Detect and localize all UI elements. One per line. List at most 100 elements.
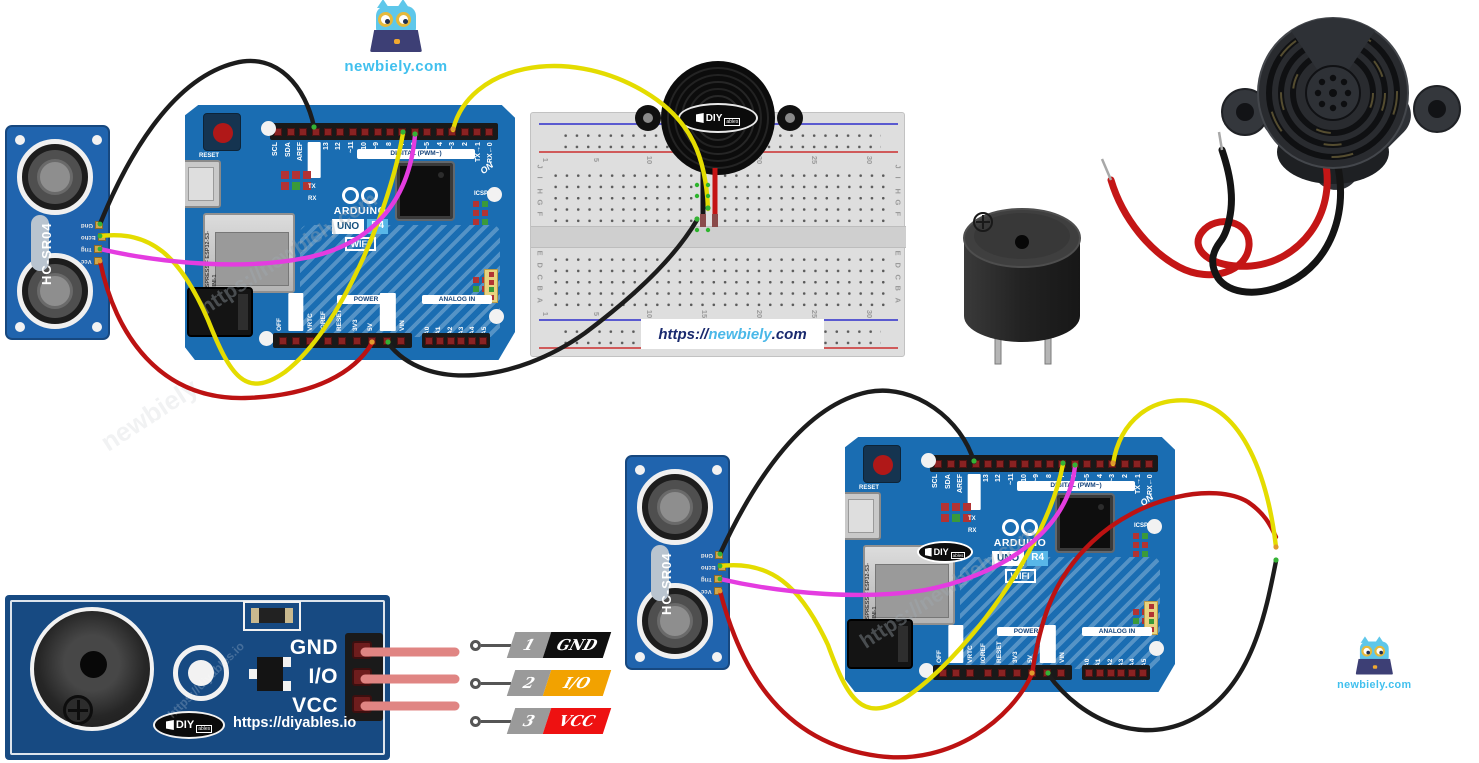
pin [324,127,333,136]
pin-name: VCC [542,708,612,734]
hc-sr04-sensor: HC-SR04 Gnd Echo Trig Vcc [5,125,110,340]
digital-pin-label: ~11 [348,142,356,154]
ultrasonic-transducer [637,583,713,659]
column-letter: G [535,199,545,206]
analog-pin-label: A2 [446,326,454,335]
pin [410,127,419,136]
digital-pwm-label: DIGITAL (PWM~) [357,149,475,159]
laptop-icon [1355,658,1394,675]
digital-pin-label: 13 [982,474,990,482]
analog-pin-header [422,333,490,348]
pinout-row: 3 VCC [470,708,630,734]
pin [1046,459,1055,468]
pin [336,127,345,136]
mount-hole [487,187,502,202]
mount-hole [712,652,722,662]
analog-pin-label: A4 [1129,658,1137,667]
analog-pin-label: A2 [1106,658,1114,667]
pin [946,459,955,468]
pin [1132,459,1141,468]
pin [472,127,481,136]
owl-ear-icon [377,0,389,8]
column-letter: D [535,262,545,268]
column-letter: C [893,274,903,280]
sensor-pin-pad [714,587,723,595]
newbiely-logo-text: newbiely.com [1337,678,1412,692]
pin [348,127,357,136]
digital-pwm-label: DIGITAL (PWM~) [1017,481,1135,491]
digital-pin-label: 2 [462,142,470,146]
row-number: 20 [754,309,764,319]
buzzer-graphic [635,61,803,227]
sensor-pin-label: Trig [701,576,713,582]
mount-hole [919,663,934,678]
mount-hole [259,331,274,346]
pin-name: I/O [542,670,612,696]
sensor-pin-pad [94,257,103,265]
mcu-chip [1055,493,1115,553]
newbiely-watermark-faint: newbiely [95,372,204,458]
left-pin-label: GND [288,293,304,331]
left-pin-label: GND [948,625,964,663]
analog-pin-label: A5 [480,326,488,335]
power-pin-label: GND [1040,625,1057,663]
sensor-pin-pad [718,563,726,571]
power-pin-label: IOREF [320,311,327,331]
crystal-slot [651,545,669,601]
digital-pin-label: ~9 [1033,474,1041,482]
analog-pin-label: A0 [424,326,431,335]
row-number: 1 [541,311,551,317]
pinout-row: 2 I/O [470,670,630,696]
owl-glasses-icon [1374,645,1386,657]
model-r4-label: R4 [1027,551,1049,566]
pin [398,127,407,136]
analog-pin-label: A0 [1084,658,1091,667]
pin [959,459,968,468]
reset-button [203,113,241,151]
row-number: 5 [591,157,601,163]
left-pin-label: OFF [276,318,283,331]
icsp-header [473,201,488,225]
sensor-name-label: HC-SR04 [659,552,674,615]
pin-circle-icon [470,677,481,689]
hc-sr04-sensor: HC-SR04 Gnd Echo Trig Vcc [625,455,730,670]
sensor-pin-pad [714,575,723,583]
power-pin-label: VIN [1059,652,1067,663]
mount-hole [92,322,102,332]
diyables-oval-logo: DIY ables [678,103,758,133]
pin [485,127,494,136]
owl-mascot-icon [364,0,428,56]
owl-ear-icon [397,0,409,8]
column-letter: I [535,176,545,179]
diyables-oval-logo: DIY ables [153,711,225,739]
crystal-slot [31,215,49,271]
column-letter: E [535,250,545,256]
pinout-row: 1 GND [470,632,630,658]
mount-hole [15,322,25,332]
digital-pin-label: ~9 [373,142,381,150]
pin [448,127,457,136]
pin [1021,459,1030,468]
sensor-pin-label: Trig [81,246,93,252]
pin [435,127,444,136]
power-pin-label: GND [380,293,397,331]
owl-mascot-icon [1351,636,1397,677]
pin [423,127,432,136]
piezo-buzzer-on-breadboard: DIY ables [633,56,805,232]
column-letter: H [893,188,903,194]
digital-pin-label: 12 [335,142,343,150]
digital-pin-label: 8 [386,142,394,146]
model-wifi-label: WIFI [1004,569,1036,583]
sensor-pin-label: Vcc [701,588,713,594]
power-pin-label: 3V3 [351,319,359,331]
row-number: 25 [809,155,819,165]
newbiely-logo: newbiely.com [340,0,452,75]
mounting-hole [173,645,229,701]
pin [361,127,370,136]
analog-pin-label: A4 [469,326,477,335]
breadboard-url-label: https://newbiely.com [641,319,824,349]
sensor-pin-row: Echo [701,563,726,571]
